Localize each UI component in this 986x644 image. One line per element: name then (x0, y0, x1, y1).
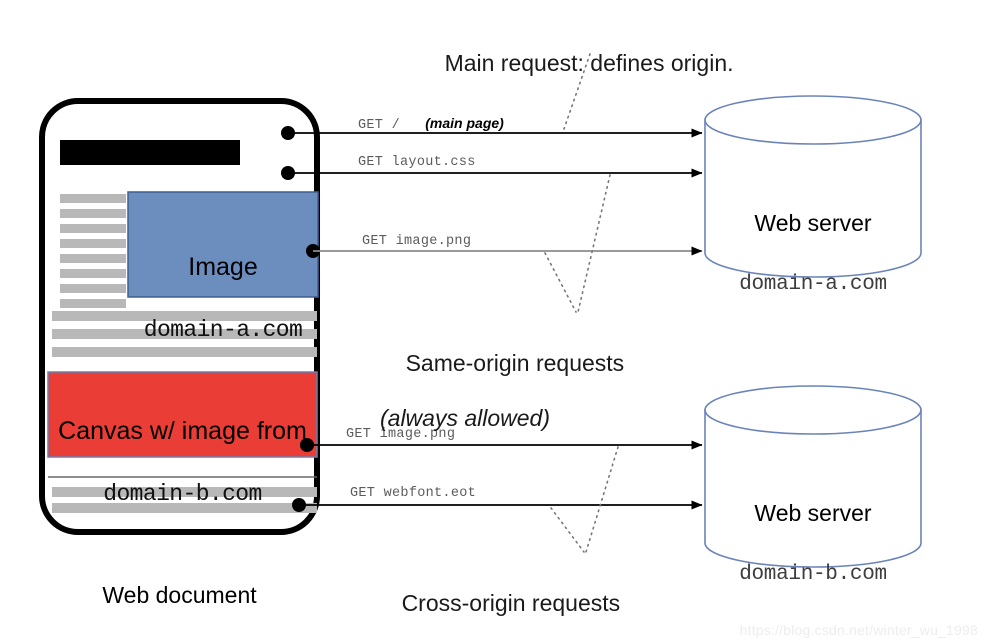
request-webfont-eot-path: webfont.eot (383, 486, 477, 501)
server-b-caption: Web server domain-b.com (705, 464, 921, 622)
annotation-same-origin: Same-origin requests (always allowed) (380, 322, 624, 488)
server-a-domain: domain-a.com (739, 273, 887, 296)
canvas-block-label: Canvas w/ image from domain-b.com (48, 382, 317, 543)
document-text-lines-left (60, 194, 126, 308)
request-label-layout-css: GET layout.css (358, 155, 476, 170)
annotation-same-origin-line1: Same-origin requests (405, 349, 625, 376)
request-main-page-method: GET (358, 118, 384, 133)
document-title-bar (60, 140, 240, 165)
canvas-block-title: Canvas w/ image from (58, 417, 307, 445)
canvas-block-domain: domain-b.com (103, 480, 262, 507)
web-document-caption-title: Web document (102, 582, 257, 608)
image-block-domain: domain-a.com (143, 316, 303, 343)
watermark: https://blog.csdn.net/winter_wu_1998 (739, 622, 978, 638)
request-label-webfont-eot: GET webfont.eot (350, 486, 476, 501)
annotation-cross-origin-line1: Cross-origin requests (401, 589, 621, 616)
request-webfont-eot-method: GET (350, 486, 376, 501)
dot-main-page (281, 126, 295, 140)
server-b-domain: domain-b.com (739, 563, 887, 586)
annotation-same-origin-line2: (always allowed) (380, 404, 551, 431)
image-block-label: Image domain-a.com (128, 218, 318, 379)
annotation-main-request: Main request: defines origin. (419, 22, 734, 105)
request-label-image-png-b: GET image.png (346, 427, 455, 442)
web-document-caption: Web document domain-a.com (42, 546, 317, 644)
leader-cross-origin-left (550, 507, 585, 553)
request-main-page-note: (main page) (425, 115, 504, 131)
request-image-png-a-path: image.png (395, 234, 472, 249)
request-image-png-b-path: image.png (379, 427, 456, 442)
server-a-title: Web server (754, 210, 872, 236)
request-image-png-b-method: GET (346, 427, 372, 442)
annotation-main-request-text: Main request: defines origin. (444, 49, 734, 76)
request-main-page-path: / (391, 118, 401, 133)
server-a-caption: Web server domain-a.com (705, 174, 921, 332)
dot-layout-css (281, 166, 295, 180)
request-image-png-a-method: GET (362, 234, 388, 249)
leader-same-origin-right (577, 174, 611, 313)
leader-same-origin-left (544, 252, 577, 313)
request-layout-css-path: layout.css (391, 155, 476, 170)
request-label-image-png-a: GET image.png (362, 234, 471, 249)
image-block-title: Image (188, 253, 258, 281)
server-b-title: Web server (754, 500, 872, 526)
request-label-main-page: GET / (main page) (358, 115, 504, 133)
request-layout-css-method: GET (358, 155, 384, 170)
annotation-cross-origin: Cross-origin requests (controlled by COR… (376, 562, 621, 644)
